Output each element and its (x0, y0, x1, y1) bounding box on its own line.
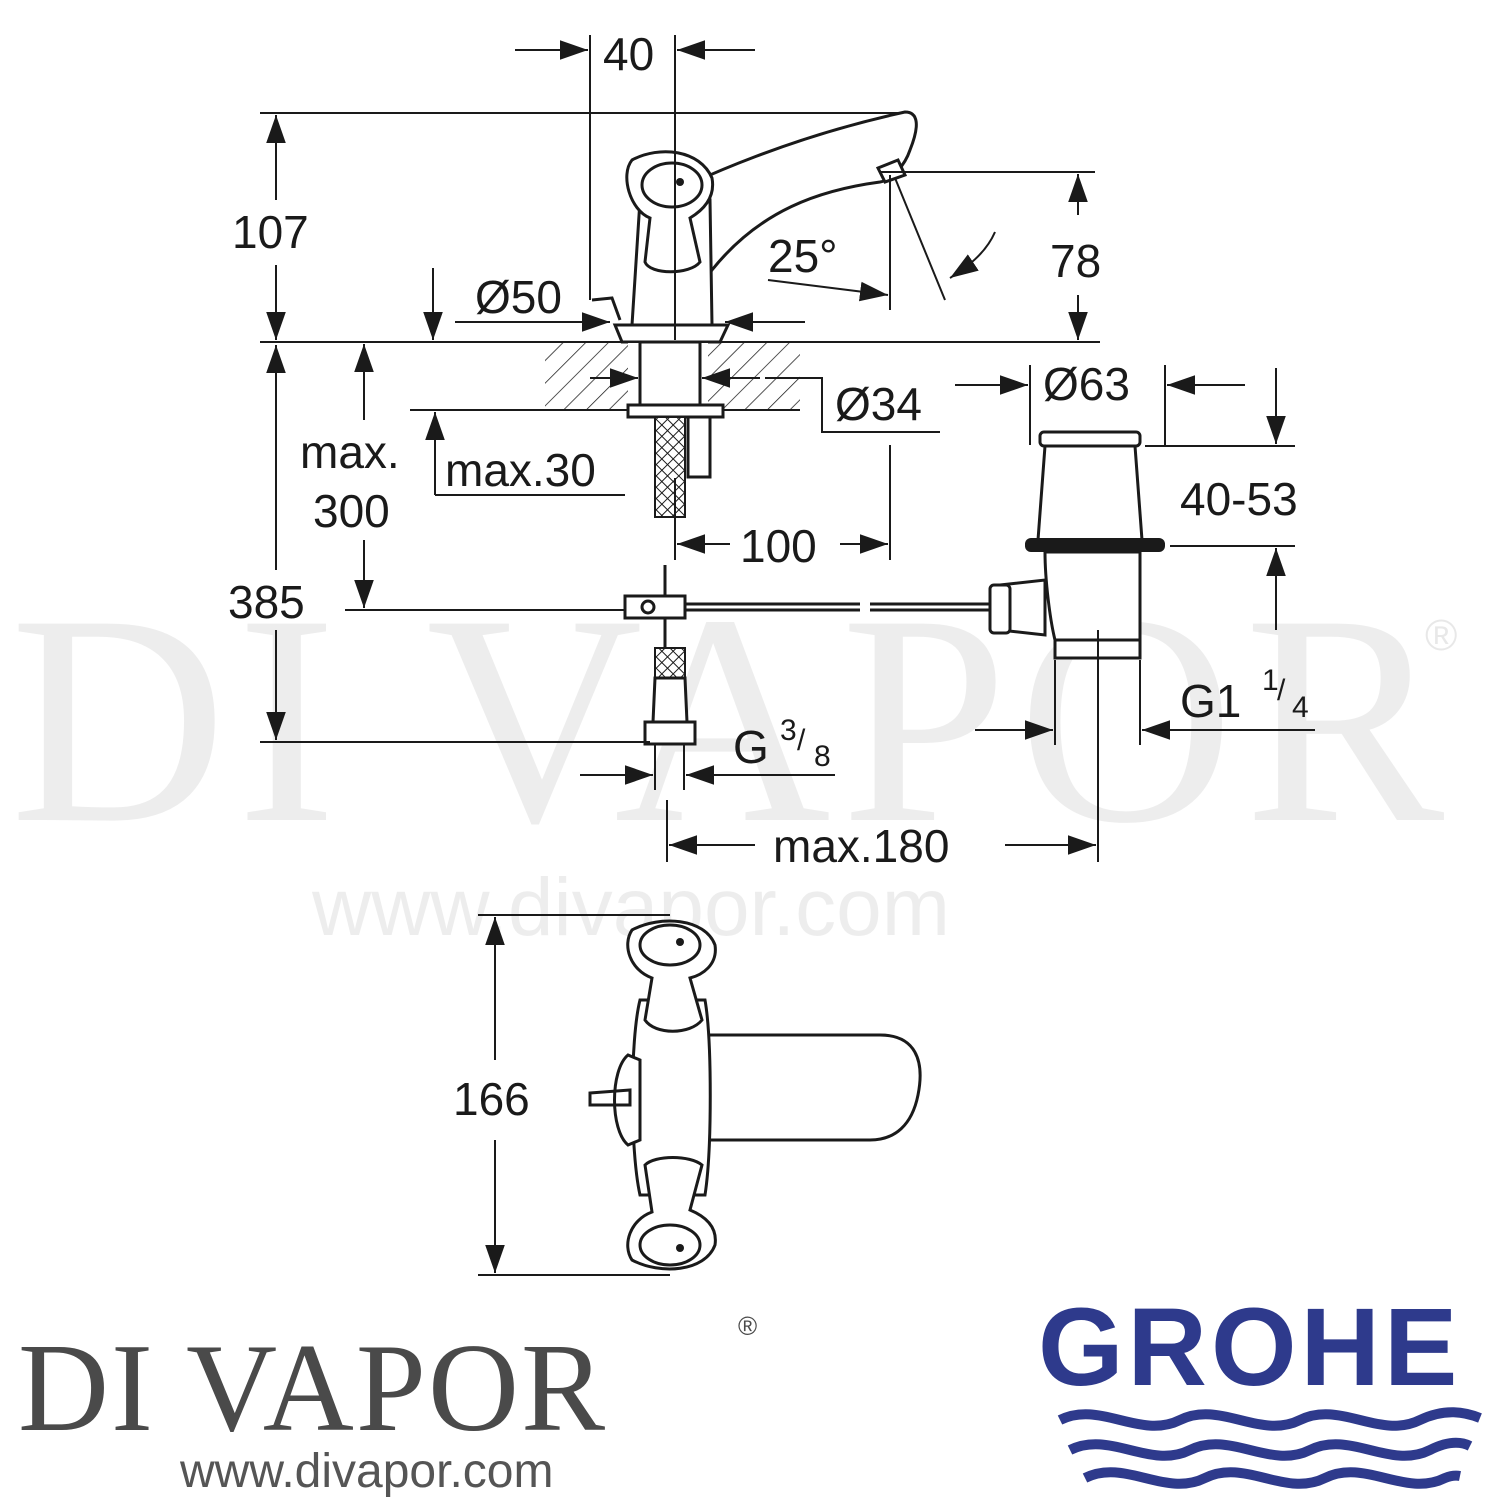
watermark-registered-mark: ® (1425, 611, 1457, 660)
dim-max-label: max. (300, 426, 400, 478)
dim-hole-diameter: Ø34 (835, 378, 922, 430)
dim-base-diameter: Ø50 (475, 271, 562, 323)
dim-supply-thread: G 3 / 8 (733, 714, 831, 773)
handle-indicator-dot (676, 178, 684, 186)
svg-text:8: 8 (814, 740, 831, 773)
grohe-wave-icon (1057, 1407, 1482, 1489)
dim-max-300: 300 (313, 485, 390, 537)
waste-body-upper (1036, 444, 1144, 542)
pop-up-lever (591, 296, 622, 321)
waste-valve (988, 430, 1165, 660)
dim-waste-range: 40-53 (1180, 473, 1298, 525)
top-view-lever (613, 1053, 642, 1147)
dim-side-height: 166 (453, 1073, 530, 1125)
dim-handle-offset: 40 (603, 28, 654, 80)
svg-text:/: / (797, 724, 806, 757)
dimension-labels: 40 107 78 25° Ø50 Ø34 Ø63 max. 300 max.3… (228, 28, 1309, 1125)
mounting-assembly (623, 340, 990, 746)
supply-hose-lower (654, 647, 686, 679)
top-view-spout (698, 1033, 922, 1142)
waste-body-lower (1043, 550, 1142, 642)
svg-text:1: 1 (1262, 664, 1279, 697)
dim-hose-length: 385 (228, 576, 305, 628)
faucet-base (612, 323, 731, 344)
supply-hose-upper (654, 416, 686, 518)
hose-connector (651, 676, 689, 724)
dim-spout-height: 78 (1050, 235, 1101, 287)
waste-flange (1025, 538, 1165, 552)
footer: DI VAPOR ® www.divapor.com GROHE (18, 1286, 1482, 1498)
faucet-side-view (591, 110, 918, 344)
footer-registered-mark: ® (738, 1311, 757, 1341)
dim-max-180: max.180 (773, 820, 949, 872)
dim-waste-diameter: Ø63 (1043, 358, 1130, 410)
dim-spout-angle: 25° (768, 230, 838, 282)
footer-brand-logo: DI VAPOR (18, 1319, 607, 1458)
handle-cap (640, 161, 704, 209)
mounting-nut (626, 403, 725, 419)
dim-waste-thread: G1 1 / 4 (1180, 664, 1309, 727)
top-view-pop-up-knob (588, 1088, 632, 1107)
faucet-top-view (588, 919, 922, 1271)
svg-text:G: G (733, 721, 769, 773)
svg-text:/: / (1277, 674, 1286, 707)
footer-url: www.divapor.com (179, 1445, 553, 1498)
svg-text:G1: G1 (1180, 675, 1241, 727)
dim-spout-projection: 100 (740, 520, 817, 572)
watermark-brand: DI VAPOR (10, 553, 1454, 885)
top-view-handle-cap-upper (638, 923, 702, 967)
watermark: DI VAPOR ® www.divapor.com (10, 553, 1457, 953)
supply-nut (643, 720, 697, 746)
svg-text:4: 4 (1292, 691, 1309, 724)
top-view-handle-cap-lower (638, 1223, 702, 1267)
dim-max-30: max.30 (445, 444, 596, 496)
pop-up-rod-housing (686, 415, 712, 479)
dimension-lines (260, 35, 1315, 1276)
mounting-shank (638, 340, 702, 412)
waste-plug-cap (1038, 430, 1142, 448)
svg-text:3: 3 (780, 714, 797, 747)
dim-total-height: 107 (232, 206, 309, 258)
grohe-logo: GROHE (1038, 1286, 1461, 1409)
